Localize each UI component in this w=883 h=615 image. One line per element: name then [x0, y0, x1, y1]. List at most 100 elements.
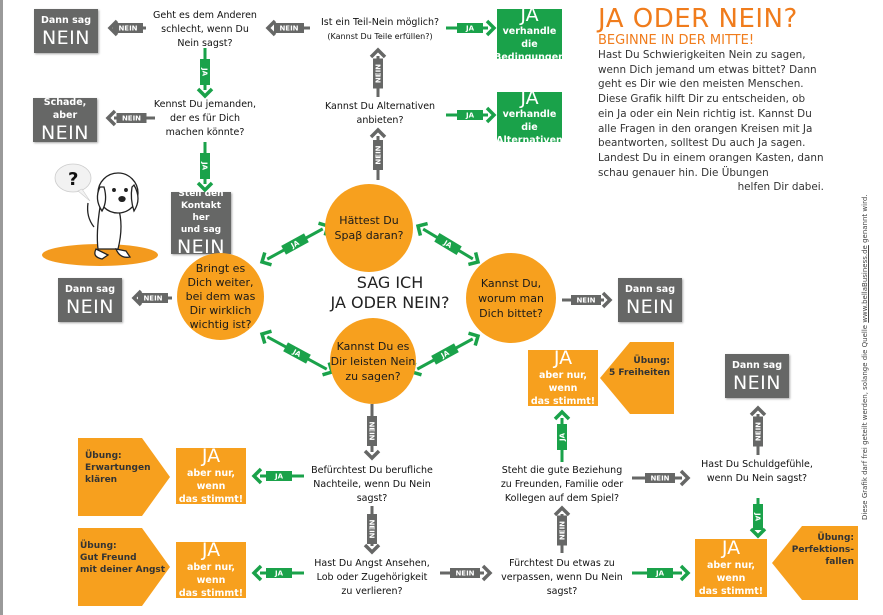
- arrow-verpassen-nein: NEIN: [553, 505, 571, 553]
- speech-bubble-icon: ?: [54, 163, 92, 202]
- exercise-shape-gut-freund: [78, 528, 170, 606]
- arrow-verpassen-ja: JA: [632, 564, 691, 582]
- arrow-spass-kannst: JA: [415, 221, 481, 267]
- arrow-anderen-nein: NEIN: [107, 19, 146, 37]
- arrowhead-icon: [259, 329, 272, 344]
- arrowhead-icon: [369, 127, 387, 139]
- arrowhead-icon: [481, 564, 493, 582]
- arrow-label: NEIN: [122, 115, 141, 123]
- dog-illustration: ?: [42, 163, 158, 266]
- question-ansehen: Hast Du Angst Ansehen,Lob oder Zugehörig…: [314, 558, 430, 597]
- arrow-beziehung-ja: JA: [553, 409, 571, 462]
- arrow-label: JA: [655, 570, 665, 578]
- arrowhead-icon: [265, 19, 277, 37]
- arrowhead-icon: [363, 449, 381, 461]
- exercise-perfektion[interactable]: Übung: Perfektions- fallen: [791, 533, 854, 567]
- arrow-label: NEIN: [279, 25, 298, 33]
- arrowhead-icon: [679, 564, 691, 582]
- arrowhead-icon: [363, 543, 381, 555]
- arrowhead-icon: [749, 527, 767, 539]
- arrow-leisten-nein: NEIN: [363, 404, 381, 461]
- arrow-alternativen-ja: JA: [446, 106, 497, 124]
- exercise-shape-erwartungen: [78, 438, 170, 516]
- arrow-jemanden-ja: JA: [196, 142, 214, 193]
- arrow-weiter-spass: JA: [259, 221, 331, 267]
- source-link[interactable]: www.bellaBusiness.de: [861, 245, 869, 323]
- arrowhead-icon: [259, 252, 272, 267]
- arrow-spass-nein: NEIN: [369, 127, 387, 180]
- page-title: JA ODER NEIN?: [598, 4, 798, 34]
- arrow-label: JA: [439, 349, 451, 361]
- arrowhead-icon: [415, 221, 429, 237]
- question-schuld: Hast Du Schuldgefühle,wenn Du Nein sagst…: [701, 459, 813, 484]
- arrowhead-icon: [467, 251, 481, 267]
- arrow-label: JA: [274, 570, 284, 578]
- arrow-label: JA: [465, 112, 475, 120]
- ja-box-perfektion: JA aber nur, wenn das stimmt!: [695, 538, 767, 597]
- arrowhead-icon: [369, 47, 387, 59]
- arrow-kannst-nein: NEIN: [562, 291, 613, 309]
- arrow-label: NEIN: [650, 475, 669, 483]
- ja-box-erwartungen: JA aber nur, wenn das stimmt!: [176, 446, 246, 505]
- arrow-label: NEIN: [118, 25, 137, 33]
- arrowhead-icon: [601, 291, 613, 309]
- arrowhead-icon: [749, 405, 767, 417]
- dog-icon: [86, 172, 139, 260]
- arrow-label: JA: [465, 25, 475, 33]
- arrowhead-icon: [196, 181, 214, 193]
- arrowhead-icon: [679, 469, 691, 487]
- page-subtitle: BEGINNE IN DER MITTE!: [598, 33, 755, 48]
- arrow-label: JA: [559, 432, 567, 442]
- arrow-teilnein-nein: NEIN: [265, 19, 310, 37]
- arrow-schuld-ja: JA: [749, 498, 767, 539]
- arrow-beruflich-nein: NEIN: [363, 506, 381, 555]
- exercise-erwartungen[interactable]: Übung: Erwartungen klären: [85, 451, 151, 485]
- ja-box-freiheiten: JA aber nur, wenn das stimmt!: [528, 348, 598, 407]
- arrow-label: JA: [289, 239, 301, 251]
- ja-box-gut-freund: JA aber nur, wenn das stimmt!: [176, 540, 246, 599]
- arrowhead-icon: [485, 19, 497, 37]
- arrow-beziehung-nein: NEIN: [632, 469, 691, 487]
- arrow-beruflich-ja: JA: [251, 467, 304, 485]
- arrow-label: NEIN: [559, 521, 567, 540]
- arrow-ansehen-ja: JA: [251, 564, 304, 582]
- arrow-label: NEIN: [143, 295, 162, 303]
- exercise-gut-freund[interactable]: Übung: Gut Freund mit deiner Angst: [80, 541, 166, 575]
- arrow-label: JA: [441, 238, 453, 250]
- exercise-shape-perfektion: [772, 526, 858, 600]
- arrowhead-icon: [251, 467, 263, 485]
- arrow-label: JA: [754, 512, 762, 522]
- arrow-leisten-kannst: JA: [409, 331, 481, 377]
- exercise-shape-freiheiten: [600, 342, 674, 414]
- ja-box-bedingungen: JA verhandle die Bedingungen: [494, 3, 565, 63]
- arrow-jemanden-nein: NEIN: [105, 109, 155, 127]
- svg-text:?: ?: [68, 169, 78, 190]
- arrow-weiter-leisten: JA: [259, 329, 335, 377]
- side-note: Diese Grafik darf frei geteilt werden, s…: [861, 194, 869, 521]
- arrow-label: NEIN: [368, 421, 376, 440]
- arrow-label: JA: [274, 473, 284, 481]
- arrow-label: NEIN: [368, 519, 376, 538]
- arrow-label: JA: [201, 67, 209, 77]
- arrow-teilnein-ja: JA: [446, 19, 497, 37]
- nein-box-kontakt: Stell den Kontakt her und sag NEIN: [171, 189, 231, 258]
- arrow-label: NEIN: [755, 422, 763, 441]
- left-border: [0, 0, 3, 615]
- arrow-label: NEIN: [576, 297, 595, 305]
- arrow-label: JA: [290, 348, 302, 360]
- arrow-label: NEIN: [375, 145, 383, 164]
- arrowhead-icon: [553, 505, 571, 517]
